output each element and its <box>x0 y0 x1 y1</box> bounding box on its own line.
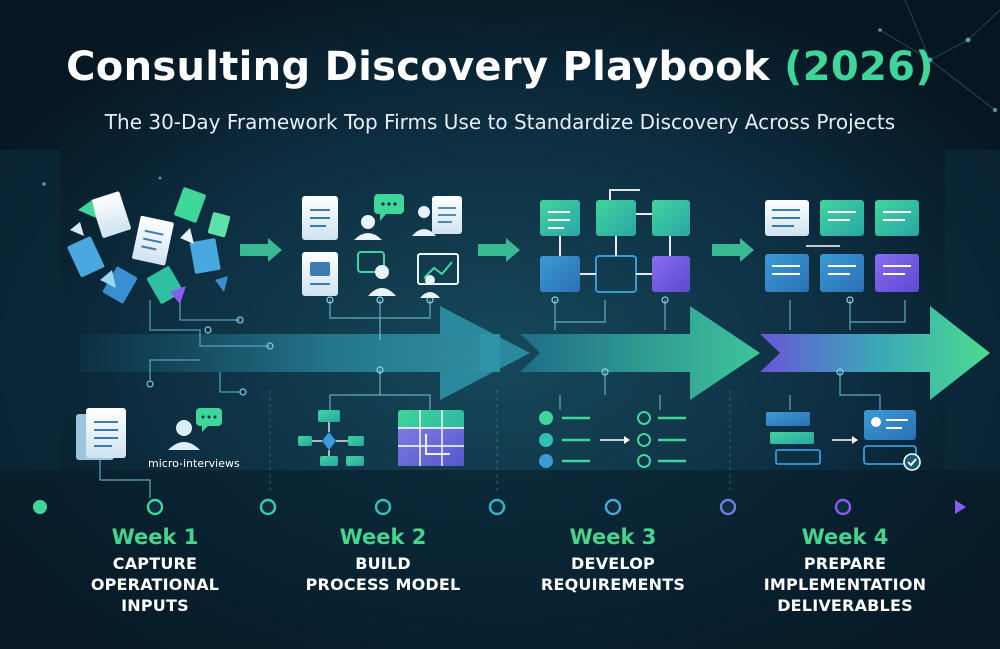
checklist-icon <box>539 411 686 468</box>
contact-card-icon <box>302 252 338 296</box>
progress-arrows <box>80 306 990 400</box>
document-icon <box>302 196 338 240</box>
title-main: Consulting Discovery Playbook <box>66 44 770 90</box>
timeline <box>33 498 966 516</box>
micro-interviews-label: micro-interviews <box>148 457 240 470</box>
week-3-number: Week 3 <box>569 525 657 549</box>
table-grid-icon <box>398 410 464 466</box>
week-1-title: CAPTURE OPERATIONAL INPUTS <box>90 554 220 615</box>
week-1-number: Week 1 <box>111 525 199 549</box>
network-decoration <box>879 0 1000 111</box>
scattered-documents-icon <box>67 187 231 304</box>
chat-user-icon <box>354 194 404 240</box>
title-year: (2026) <box>784 44 934 90</box>
page-subtitle: The 30-Day Framework Top Firms Use to St… <box>104 110 896 134</box>
week-4-title: PREPARE IMPLEMENTATION DELIVERABLES <box>763 554 927 615</box>
micro-interview-icon <box>168 408 222 450</box>
flow-grid-icon <box>540 189 690 293</box>
page-title: Consulting Discovery Playbook (2026) <box>0 44 1000 90</box>
chat-user-icon-2 <box>357 251 396 296</box>
week-2-block: Week 2 BUILD PROCESS MODEL <box>273 525 493 595</box>
document-stack-icon <box>76 408 126 460</box>
week-3-title: DEVELOP REQUIREMENTS <box>540 554 686 594</box>
week-3-block: Week 3 DEVELOP REQUIREMENTS <box>503 525 723 595</box>
week-2-number: Week 2 <box>339 525 427 549</box>
whiteboard-presenter-icon <box>417 253 459 298</box>
deliverable-tiles-icon <box>765 200 919 292</box>
week-4-number: Week 4 <box>801 525 889 549</box>
week-1-block: Week 1 CAPTURE OPERATIONAL INPUTS <box>45 525 265 616</box>
week-2-title: BUILD PROCESS MODEL <box>305 554 461 594</box>
week-4-block: Week 4 PREPARE IMPLEMENTATION DELIVERABL… <box>735 525 955 616</box>
deliverable-card-icon <box>766 410 921 471</box>
presenter-icon <box>412 196 462 236</box>
flowchart-icon <box>298 410 364 466</box>
circuit-lines <box>149 300 270 393</box>
